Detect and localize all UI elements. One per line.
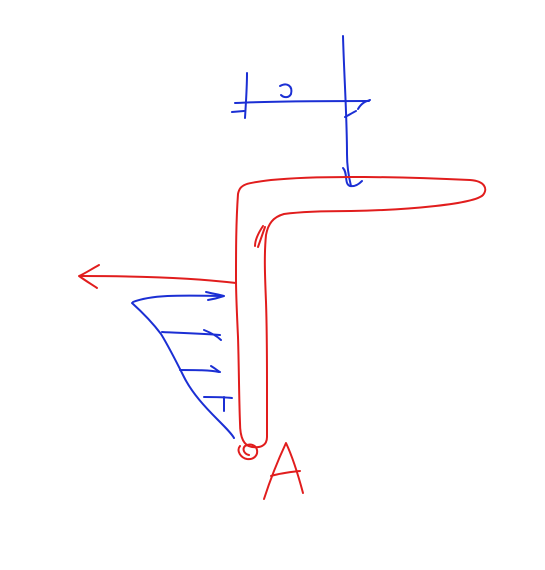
inner-wall-mark (257, 226, 266, 248)
red-load-arrow-shaft (80, 275, 237, 284)
horizontal-support-line (234, 100, 370, 104)
load-top-arrowhead (205, 291, 225, 301)
vertical-support-line (342, 35, 352, 187)
red-frame-outline (78, 175, 487, 500)
left-short-line (231, 110, 245, 113)
load-arrow-2-head (203, 329, 222, 341)
letter-a-left (263, 442, 304, 500)
point-a-label: A (252, 438, 312, 508)
blue-top-frame (231, 35, 371, 188)
load-diagonal-boundary (131, 302, 235, 439)
support-point-a (237, 443, 259, 461)
left-tick (244, 72, 248, 119)
red-structure-outline (235, 175, 487, 449)
load-top-arrow-shaft (132, 294, 224, 303)
load-arrow-3-head (210, 365, 221, 373)
letter-a-crossbar (270, 470, 301, 477)
inner-wall-mark-2 (254, 225, 264, 247)
blue-distributed-load (131, 291, 235, 439)
small-mark (279, 83, 293, 99)
right-slash-top (357, 99, 371, 110)
load-arrow-3-shaft (179, 369, 220, 373)
right-slash-bottom (344, 110, 357, 118)
red-load-arrowhead (78, 264, 100, 289)
knot-mark (342, 167, 363, 188)
load-arrow-4-shaft (203, 396, 233, 399)
